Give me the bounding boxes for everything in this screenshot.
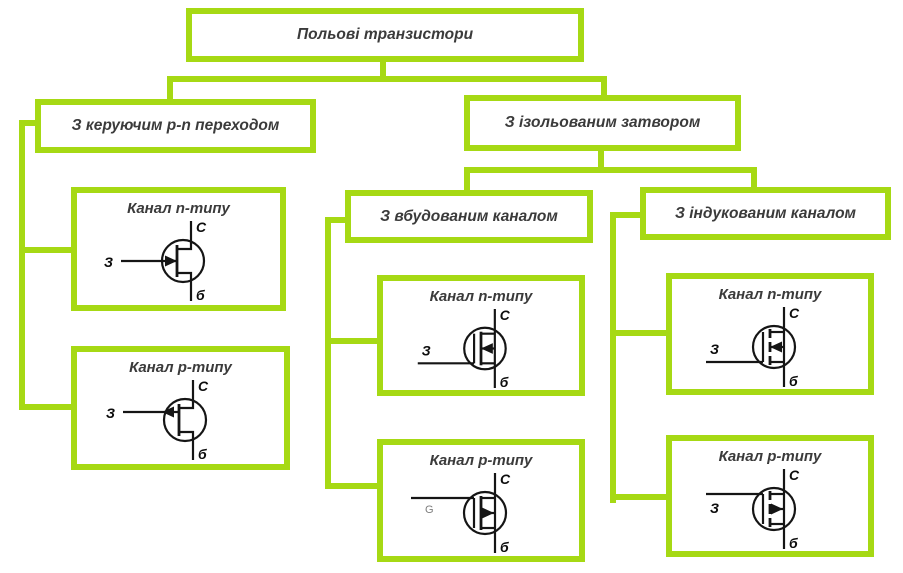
node-mosfet-built-in-n: Канал n-типу С б З xyxy=(377,275,585,396)
connector-right-stub-n xyxy=(610,330,672,336)
jfet-p-gate-label: З xyxy=(106,405,115,421)
connector-insulated-stub xyxy=(598,150,604,173)
builtin-n-title: Канал n-типу xyxy=(429,288,533,305)
mosfet-induced-n-channel-symbol-icon: С б З xyxy=(706,305,800,389)
connector-mid-stub-p xyxy=(325,483,383,489)
connector-mid-elbow xyxy=(325,217,351,223)
builtin-n-source-label: б xyxy=(500,374,509,390)
connector-left-elbow xyxy=(19,120,41,126)
connector-top-bar xyxy=(167,76,607,82)
node-mosfet-built-in-p: Канал p-типу С б G xyxy=(377,439,585,562)
mosfet-built-in-p-channel-symbol-icon: С б G xyxy=(411,471,511,555)
builtin-n-gate-label: З xyxy=(422,342,431,358)
node-insulated-gate: З ізольованим затвором xyxy=(464,95,741,151)
root-label: Польові транзистори xyxy=(296,26,474,43)
junction-gate-label: З керуючим p-n переходом xyxy=(71,117,280,134)
connector-right-elbow xyxy=(610,212,646,218)
builtin-p-gate-label: G xyxy=(425,504,434,516)
induced-n-title: Канал n-типу xyxy=(718,286,822,303)
connector-right-stub-p xyxy=(610,494,672,500)
induced-p-gate-label: З xyxy=(710,500,719,516)
induced-channel-label: З індукованим каналом xyxy=(674,204,857,222)
jfet-n-gate-label: З xyxy=(104,254,113,270)
induced-n-source-label: б xyxy=(789,373,798,389)
induced-p-title: Канал p-типу xyxy=(718,448,822,465)
mosfet-built-in-n-channel-symbol-icon: С б З xyxy=(417,307,511,390)
node-built-in-channel: З вбудованим каналом xyxy=(345,190,593,243)
builtin-p-drain-label: С xyxy=(500,471,511,487)
jfet-n-source-label: б xyxy=(196,287,205,303)
jfet-p-source-label: б xyxy=(198,446,207,462)
node-mosfet-induced-p: Канал p-типу С б З xyxy=(666,435,874,557)
jfet-n-title: Канал n-типу xyxy=(127,200,230,217)
builtin-p-title: Канал p-типу xyxy=(429,452,533,469)
connector-drop-left-branch xyxy=(167,76,173,103)
node-junction-gate: З керуючим p-n переходом xyxy=(35,99,316,153)
node-jfet-n-channel: Канал n-типу С б З xyxy=(71,187,286,311)
builtin-n-drain-label: С xyxy=(500,307,511,323)
induced-p-drain-label: С xyxy=(789,467,800,483)
node-mosfet-induced-n: Канал n-типу С б З xyxy=(666,273,874,395)
jfet-n-channel-symbol-icon: С б З xyxy=(104,219,207,303)
induced-p-source-label: б xyxy=(789,535,798,551)
node-root: Польові транзистори xyxy=(186,8,584,62)
mosfet-induced-p-channel-symbol-icon: С б З xyxy=(706,467,800,551)
connector-drop-induced xyxy=(751,167,757,191)
connector-left-stub-p xyxy=(19,404,77,410)
induced-n-drain-label: С xyxy=(789,305,800,321)
connector-mid-vertical xyxy=(325,217,331,489)
jfet-p-drain-label: С xyxy=(198,378,209,394)
connector-drop-right-branch xyxy=(601,76,607,99)
connector-left-vertical xyxy=(19,120,25,410)
connector-insulated-bar xyxy=(464,167,757,173)
induced-n-gate-label: З xyxy=(710,341,719,357)
node-jfet-p-channel: Канал p-типу С б З xyxy=(71,346,290,470)
connector-right-vertical xyxy=(610,212,616,503)
built-in-channel-label: З вбудованим каналом xyxy=(380,207,558,225)
jfet-n-drain-label: С xyxy=(196,219,207,235)
connector-drop-built-in xyxy=(464,167,470,194)
insulated-gate-label: З ізольованим затвором xyxy=(504,114,701,131)
connector-left-stub-n xyxy=(19,247,77,253)
connector-mid-stub-n xyxy=(325,338,383,344)
node-induced-channel: З індукованим каналом xyxy=(640,187,891,240)
jfet-p-channel-symbol-icon: С б З xyxy=(106,378,209,462)
connector-root-stub xyxy=(380,61,386,82)
jfet-p-title: Канал p-типу xyxy=(129,359,232,376)
builtin-p-source-label: б xyxy=(500,539,509,555)
